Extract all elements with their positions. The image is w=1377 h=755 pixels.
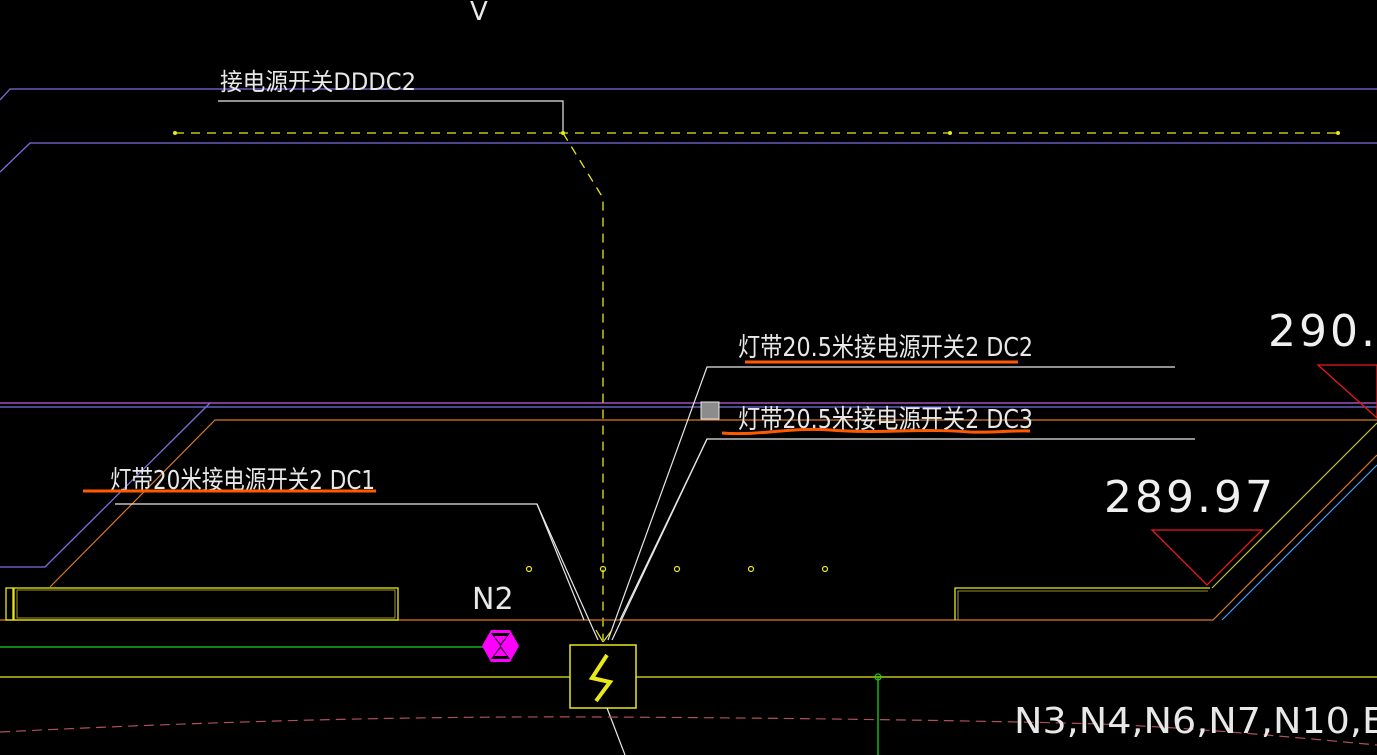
orange-outline	[0, 419, 1377, 621]
nodes-list-label: N3,N4,N6,N7,N10,E	[1014, 701, 1377, 742]
light-strip-left	[5, 587, 399, 621]
purple-boundary-top	[0, 88, 1377, 173]
grey-square-marker	[700, 401, 720, 420]
light-band-dc2-label: 灯带20.5米接电源开关2 DC2	[738, 333, 1033, 363]
purple-diagonal-left	[0, 402, 211, 568]
elevation-upper: 290.0	[1268, 306, 1377, 357]
hexagon-hourglass-icon[interactable]	[482, 630, 519, 662]
top-leader-line	[218, 100, 564, 132]
yellow-dashed-drop	[562, 132, 604, 640]
node-n2-label: N2	[472, 582, 514, 617]
elevation-lower: 289.97	[1104, 472, 1276, 523]
dc1-leader-branch	[536, 503, 585, 621]
right-diagonal-lines	[1211, 422, 1377, 621]
yellow-dashed-run	[173, 131, 1340, 135]
feed-line-down	[606, 707, 626, 755]
light-strip-right	[954, 587, 1210, 620]
elevation-upper-triangle	[1316, 364, 1377, 419]
purple-boundary-middle	[0, 402, 1377, 408]
dc2-leader	[607, 366, 1175, 641]
green-cable-right	[874, 673, 882, 755]
dc3-underline	[721, 427, 1031, 436]
top-mark: V	[470, 0, 488, 27]
lightning-bolt-icon[interactable]	[569, 644, 637, 709]
elevation-lower-triangle	[1150, 529, 1264, 586]
red-dashed-boundary	[0, 716, 1377, 746]
dc3-leader-branch	[619, 438, 708, 621]
leader-arrowheads	[595, 629, 613, 643]
dc3-leader	[611, 438, 1195, 641]
fixture-points	[525, 565, 829, 573]
top-switch-label: 接电源开关DDDC2	[220, 68, 416, 96]
